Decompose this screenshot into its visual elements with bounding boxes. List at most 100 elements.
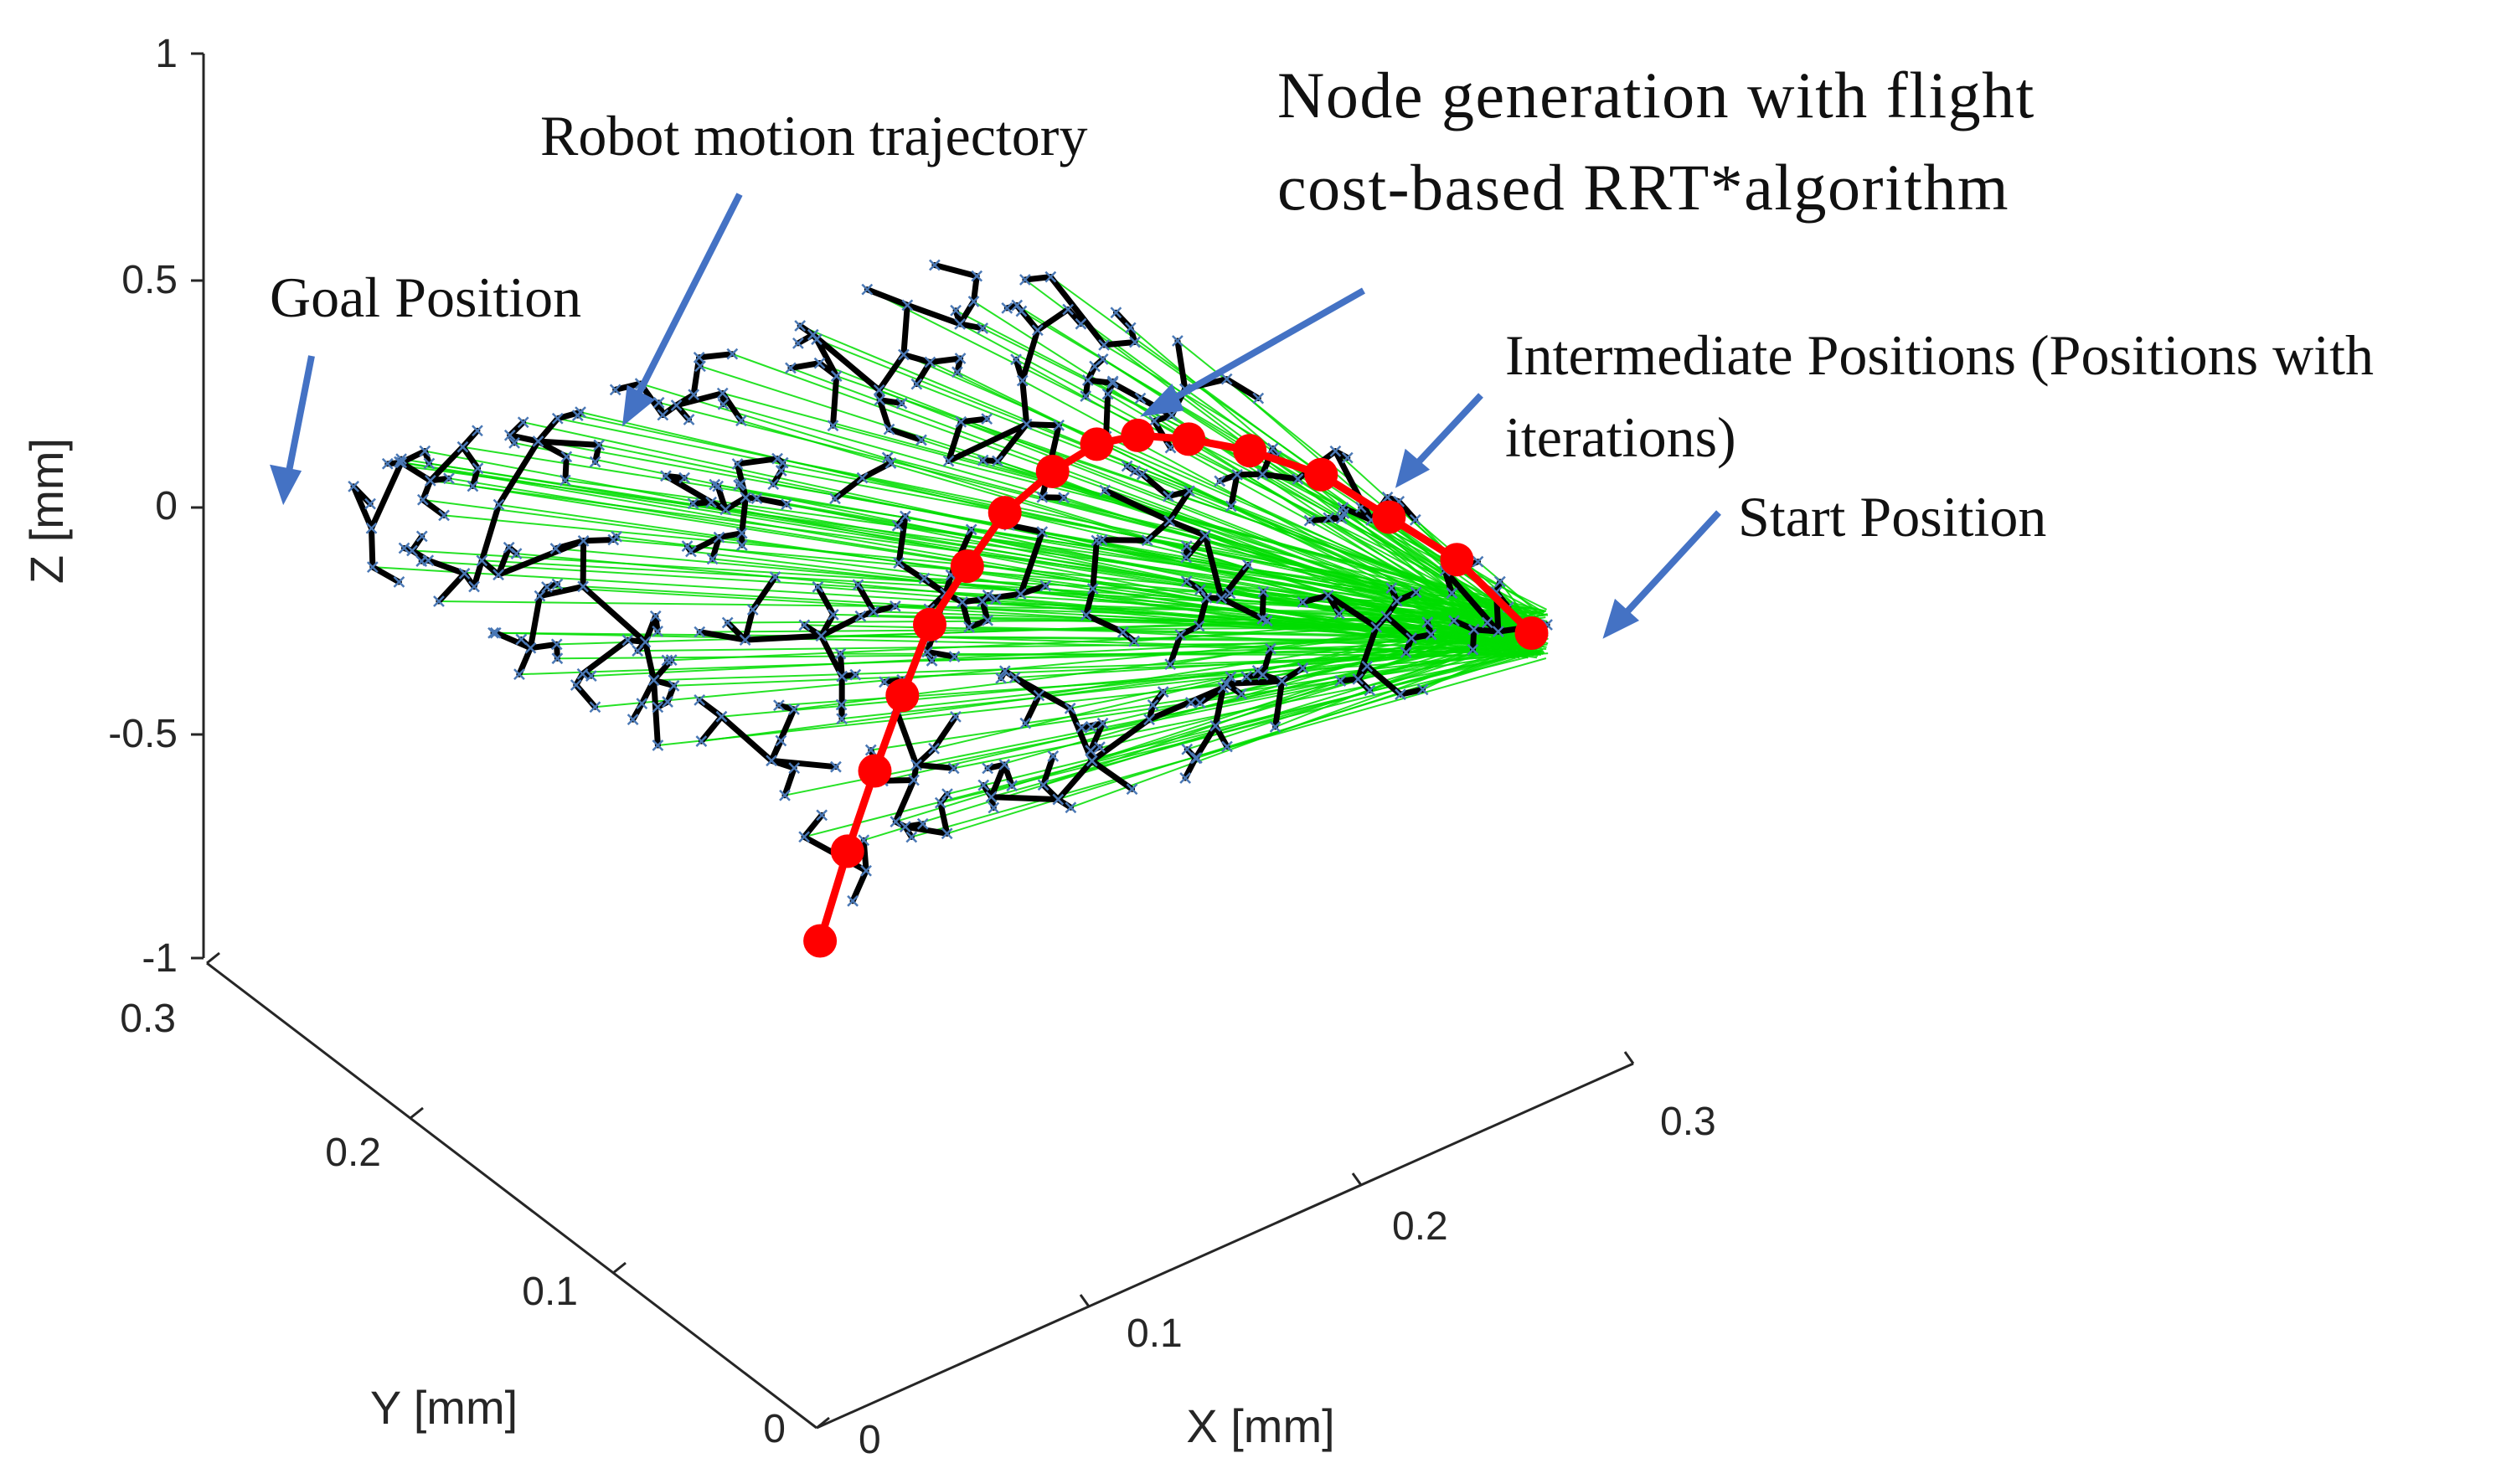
intermediate-position-point [1121,418,1155,452]
node-marker-stroke [1220,678,1232,690]
node-marker [735,539,748,551]
tree-edge [1394,589,1420,605]
z-tick-label: -1 [142,936,178,981]
node-marker-stroke [1081,374,1094,386]
node-marker-stroke [406,544,418,557]
node-marker-stroke [632,645,644,657]
intermediate-position-point [1172,422,1206,456]
node-marker-stroke [1380,611,1393,622]
node-marker-stroke [775,465,787,477]
tree-edge [1272,678,1286,730]
node-marker [1266,442,1279,455]
node-marker [775,734,787,747]
node-marker [900,510,911,523]
tree-edge [892,777,917,825]
node-marker-stroke [415,555,428,567]
node-marker-stroke [1448,615,1460,627]
node-marker [977,779,990,791]
node-marker [1235,688,1247,700]
tree-edge [696,351,735,361]
tree-edge [876,397,893,433]
z-tick-label: 0.5 [121,258,178,302]
node-marker-stroke [767,478,780,490]
node-marker-stroke [551,412,564,425]
node-marker-stroke [593,439,606,451]
z-tick-label: 0 [155,484,178,528]
tree-edge [954,355,964,375]
node-marker [694,693,706,706]
tree-edge [478,502,502,564]
trajectory-line [816,431,1534,942]
node-marker [1467,643,1479,656]
node-marker-stroke [798,831,811,843]
node-marker [998,665,1011,678]
node-marker [950,710,962,723]
node-marker-stroke [874,394,886,406]
node-marker [685,545,697,558]
node-marker [1323,512,1335,524]
node-marker-stroke [541,581,553,593]
node-marker [1006,780,1019,792]
node-marker-stroke [883,423,895,435]
node-marker [740,492,752,504]
node-marker-stroke [965,523,977,536]
node-marker-stroke [1335,513,1348,524]
node-marker-stroke [467,480,479,492]
node-marker-stroke [779,789,791,801]
node-marker [1037,779,1049,791]
tree-edge [1337,676,1361,684]
node-marker-stroke [1492,626,1504,637]
node-marker-stroke [891,519,904,532]
node-marker [1129,336,1141,348]
node-marker [550,638,563,651]
node-marker-stroke [398,542,410,554]
tree-edge [537,583,586,600]
node-marker-stroke [1352,672,1364,685]
node-marker-stroke [1001,301,1013,314]
node-marker-stroke [881,451,894,464]
node-marker [1147,698,1159,711]
node-marker-stroke [647,674,660,687]
node-marker-stroke [1163,515,1176,527]
node-marker-stroke [476,554,488,567]
node-marker [1251,665,1264,677]
tree-edge [837,651,845,680]
tree-edge [696,629,749,643]
node-marker [1352,672,1364,685]
node-marker [585,670,597,682]
node-marker [458,567,471,580]
node-marker [746,604,759,616]
node-marker [1085,720,1097,733]
node-marker [415,530,428,543]
node-marker [766,755,777,767]
node-marker-stroke [1174,629,1187,641]
tree-edge [1040,753,1056,788]
node-marker-stroke [559,474,571,487]
connection-line [931,644,1521,662]
node-marker [767,478,780,490]
node-marker [847,894,859,907]
node-marker [1385,582,1398,595]
node-marker [1157,686,1169,698]
annotation-arrows [270,193,1721,639]
node-marker-stroke [868,605,879,618]
node-marker [551,578,564,590]
node-marker [739,634,751,647]
tree-edge [688,534,722,554]
tree-edge [946,421,1030,464]
node-marker-stroke [910,759,922,771]
node-marker [1269,721,1282,733]
node-marker [1019,274,1031,286]
tree-edge [592,441,602,465]
node-marker [1221,740,1233,753]
intermediate-position-point [1080,427,1114,461]
node-marker-stroke [571,410,584,421]
tree-edge [854,581,877,615]
node-marker [1425,628,1437,641]
node-marker-stroke [1019,274,1031,286]
node-marker-stroke [950,710,962,723]
node-marker [395,453,407,465]
node-marker-stroke [812,580,824,593]
node-marker [1143,714,1155,726]
node-marker [1472,555,1484,568]
